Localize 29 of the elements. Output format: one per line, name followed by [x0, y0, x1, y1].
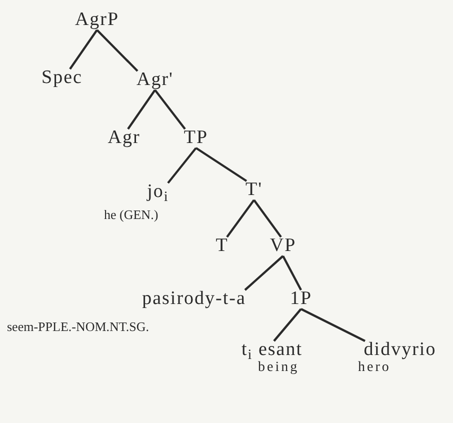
node-label: jo$_{i}$ — [147, 181, 169, 202]
tree-branch — [282, 255, 302, 291]
tree-branch — [300, 308, 366, 342]
node-label: pasirody-t-a — [142, 288, 246, 309]
gloss-text: he (GEN.) — [104, 207, 158, 222]
node-label: AgrP — [74, 9, 120, 30]
tree-branch — [244, 255, 284, 291]
tree-branch — [167, 147, 197, 184]
tree-branch — [127, 89, 156, 130]
gloss-text: being — [258, 360, 300, 375]
node-label: Agr — [108, 127, 140, 148]
tree-branch — [273, 308, 302, 342]
tree-branch — [154, 89, 186, 130]
node-label: T — [216, 235, 228, 256]
tree-branch — [96, 29, 138, 72]
node-label: Spec — [42, 67, 82, 88]
node-label: TP — [184, 127, 208, 148]
node-label: 1P — [290, 288, 312, 309]
tree-branch — [253, 199, 282, 238]
gloss-text: hero — [358, 360, 391, 375]
node-label: Agr' — [136, 69, 174, 90]
node-label: VP — [270, 235, 296, 256]
tree-branch — [69, 29, 98, 70]
node-label: didvyrio — [364, 339, 436, 360]
gloss-text: seem-PPLE.-NOM.NT.SG. — [7, 319, 150, 334]
tree-branch — [195, 147, 248, 182]
node-label: t$_{i}$ esant — [241, 339, 303, 360]
tree-branch — [226, 199, 255, 238]
node-label: T' — [245, 179, 263, 200]
